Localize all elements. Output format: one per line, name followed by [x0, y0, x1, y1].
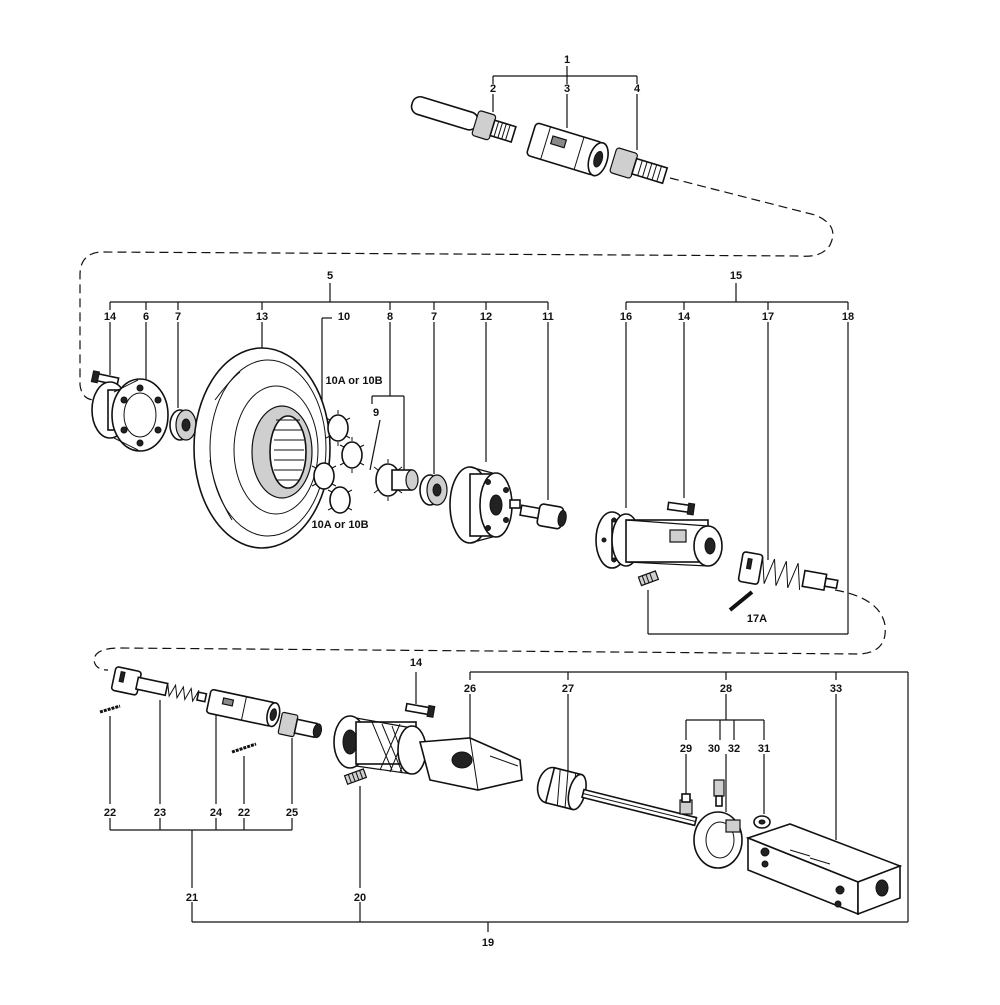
- callout-14-upper-right: 14: [678, 311, 691, 323]
- callout-10: 10: [338, 311, 350, 323]
- part-25-fitting: [277, 711, 323, 739]
- part-7-bearing-right: [419, 474, 448, 506]
- callout-9: 9: [373, 407, 379, 419]
- callout-bracket-19: [191, 671, 909, 932]
- part-17a-pin: [728, 590, 754, 612]
- part-22-pin-left: [99, 704, 121, 714]
- part-23-plunger: [110, 666, 208, 703]
- callout-17a: 17A: [747, 613, 767, 625]
- callout-28: 28: [720, 683, 732, 695]
- callout-32: 32: [728, 743, 740, 755]
- callout-31: 31: [758, 743, 770, 755]
- part-28-collar-ring: [693, 811, 743, 869]
- part-26-yoke: [418, 737, 523, 791]
- part-8-gear-assembly: [373, 459, 419, 501]
- part-24-sleeve: [206, 688, 281, 728]
- part-22-pin-right: [231, 742, 257, 754]
- part-3-coupling: [526, 122, 609, 177]
- callout-6: 6: [143, 311, 149, 323]
- part-14-bolt-lower: [404, 702, 436, 718]
- callout-5: 5: [327, 270, 333, 282]
- callout-4: 4: [634, 83, 641, 95]
- part-2-threaded-rod: [410, 95, 517, 144]
- part-27-rod-knurled: [536, 766, 698, 827]
- callout-2: 2: [490, 83, 496, 95]
- callout-21: 21: [186, 892, 198, 904]
- part-10-gear-middle: [339, 437, 365, 473]
- callout-3: 3: [564, 83, 570, 95]
- callout-19: 19: [482, 937, 494, 949]
- callout-23: 23: [154, 807, 166, 819]
- callout-26: 26: [464, 683, 476, 695]
- callout-20: 20: [354, 892, 366, 904]
- callout-30: 30: [708, 743, 720, 755]
- part-29-screw: [679, 793, 693, 815]
- callout-14-upper-left: 14: [104, 311, 117, 323]
- part-13-large-disc: [193, 347, 331, 549]
- callout-bracket-1: [492, 66, 638, 150]
- callout-bracket-15: [625, 283, 849, 635]
- callout-22-left: 22: [104, 807, 116, 819]
- callout-14-lower: 14: [410, 657, 423, 669]
- callout-bracket-5: [109, 283, 549, 500]
- callout-29: 29: [680, 743, 692, 755]
- connector-dashed-1: [79, 177, 834, 401]
- callout-33: 33: [830, 683, 842, 695]
- part-33-block: [745, 823, 903, 916]
- callout-7-left: 7: [175, 311, 181, 323]
- callout-8: 8: [387, 311, 393, 323]
- callout-10a-bottom: 10A or 10B: [311, 519, 368, 531]
- callout-bracket-21: [109, 700, 361, 888]
- part-31-washer: [753, 815, 771, 829]
- part-10-gear-left: [311, 462, 337, 490]
- part-10-gear-lower: [327, 486, 353, 514]
- part-setscrew-16: [637, 570, 660, 587]
- part-20-setscrew: [343, 768, 368, 786]
- callout-16: 16: [620, 311, 632, 323]
- part-16-housing: [595, 511, 723, 569]
- callout-24: 24: [210, 807, 223, 819]
- part-17-spring-assembly: [737, 551, 839, 592]
- callout-13: 13: [256, 311, 268, 323]
- part-20-knurled-sleeve: [333, 715, 427, 775]
- callout-15: 15: [730, 270, 742, 282]
- part-6-flange-hub: [91, 378, 169, 452]
- callout-11: 11: [542, 311, 554, 323]
- callout-17: 17: [762, 311, 774, 323]
- part-11-shaft-coupler: [519, 503, 567, 530]
- callout-1: 1: [564, 54, 570, 66]
- callout-22-right: 22: [238, 807, 250, 819]
- callout-18: 18: [842, 311, 854, 323]
- part-10-gear-upper: [325, 410, 351, 446]
- callout-25: 25: [286, 807, 298, 819]
- callout-7-right: 7: [431, 311, 437, 323]
- callout-10a-top: 10A or 10B: [325, 375, 382, 387]
- part-7-bearing-left: [169, 409, 197, 441]
- callout-27: 27: [562, 683, 574, 695]
- part-14-bolt-right: [666, 501, 696, 516]
- part-12-carrier: [449, 466, 521, 544]
- callout-12: 12: [480, 311, 492, 323]
- connector-dashed-2: [93, 589, 886, 671]
- part-4-nipple: [609, 147, 669, 185]
- part-30-fitting: [713, 779, 725, 807]
